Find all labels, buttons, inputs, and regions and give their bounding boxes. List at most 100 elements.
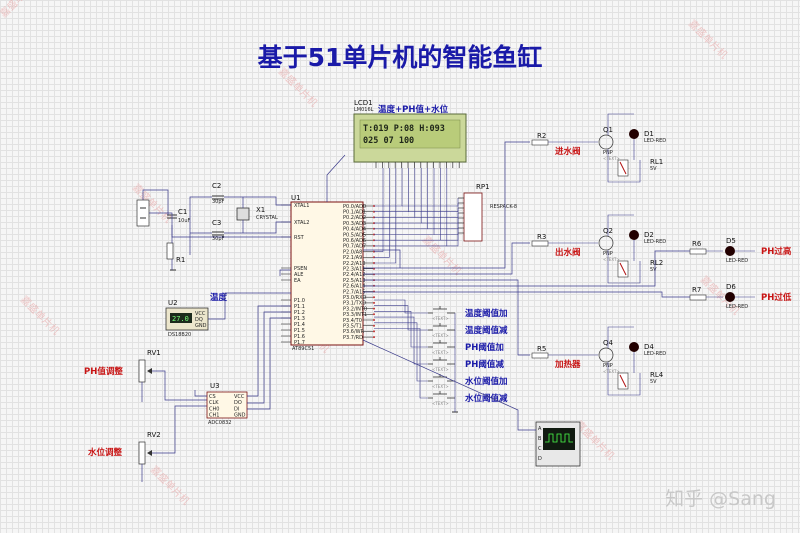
ph-potentiometer: RV1 PH值调整 (84, 349, 208, 402)
mcu-pin-label: P1.6 (294, 334, 305, 340)
svg-text:<TEXT>: <TEXT> (432, 350, 449, 355)
adc-pin-label: VCC (234, 394, 245, 400)
relay-ref: RL4 (650, 371, 664, 379)
lcd-display: LCD1 LM016L 温度+PH值+水位 T:019 P:08 H:093 0… (353, 99, 467, 168)
adc-ref: U3 (210, 382, 220, 390)
channel-label: 加热器 (554, 359, 581, 370)
c3-value: 30pF (212, 236, 225, 242)
rp1-part: RESPACK-8 (490, 204, 517, 210)
mcu-pin-label: P3.4/T0 (343, 318, 362, 324)
svg-text:D: D (538, 456, 542, 462)
svg-text:A: A (538, 426, 542, 432)
led-part: LED-RED (644, 138, 666, 144)
button-label: 温度阈值加 (465, 308, 508, 319)
threshold-button[interactable]: 温度阈值加 <TEXT> (374, 299, 508, 321)
relay-ref: RL1 (650, 158, 663, 166)
c1-ref: C1 (178, 208, 187, 216)
svg-text:DQ: DQ (195, 317, 203, 323)
mcu-pin-label: P1.1 (294, 304, 305, 310)
svg-text:<TEXT>: <TEXT> (603, 156, 620, 161)
threshold-button[interactable]: 水位阈值减 <TEXT> (374, 328, 508, 407)
relay-part: 5V (650, 267, 657, 273)
brand-watermark: 知乎 @Sang (665, 488, 776, 510)
alarm-led-ref: D6 (726, 283, 736, 291)
svg-text:<TEXT>: <TEXT> (432, 316, 449, 321)
adc-pin-label: CH0 (209, 406, 219, 412)
rv2-label: 水位调整 (87, 447, 123, 458)
c2-value: 30pF (212, 199, 225, 205)
mcu-pin-label: P1.3 (294, 316, 305, 322)
button-label: 温度阈值减 (465, 325, 508, 336)
threshold-button[interactable]: 温度阈值减 <TEXT> (374, 305, 508, 338)
mcu-pin-label: P0.1/AD1 (343, 210, 366, 216)
svg-text:B: B (538, 436, 542, 442)
button-label: 水位阈值减 (464, 393, 508, 404)
threshold-button[interactable]: 水位阈值加<TEXT> (374, 322, 508, 389)
mcu-pin-label: P1.7 (294, 340, 305, 346)
resistor-pack: RP1 RESPACK-8 (458, 183, 517, 242)
page-title: 基于51单片机的智能鱼缸 (257, 43, 543, 72)
lcd-line-1: T:019 P:08 H:093 (363, 124, 445, 134)
led-part: LED-RED (644, 239, 666, 245)
svg-text:<TEXT>: <TEXT> (432, 384, 449, 389)
mcu-pin-label: P2.4/A12 (343, 272, 365, 278)
mcu-pin-label: P2.7/A15 (343, 289, 365, 295)
svg-text:C: C (538, 446, 542, 452)
relay-ref: RL2 (650, 259, 663, 267)
mcu-pin-label: P1.2 (294, 310, 305, 316)
reset-circuit: C1 10uF R1 (136, 189, 291, 271)
rp1-ref: RP1 (476, 183, 490, 191)
mcu-pin-label: P3.3/INT1 (343, 312, 367, 318)
resistor-ref: R3 (537, 233, 546, 241)
resistor-ref: R5 (537, 345, 546, 353)
mcu-pin-label: XTAL1 (294, 203, 309, 209)
alarm-label: PH过低 (761, 292, 792, 303)
svg-text:<TEXT>: <TEXT> (603, 369, 620, 374)
svg-text:GND: GND (195, 323, 207, 329)
mcu-pin-label: P2.1/A9 (343, 255, 362, 261)
rv1-ref: RV1 (147, 349, 161, 357)
relay-part: 5V (650, 166, 657, 172)
c2-ref: C2 (212, 182, 221, 190)
diagonal-watermarks: 嘉盛单片机 嘉盛单片机 嘉盛单片机 嘉盛单片机 嘉盛单片机 嘉盛单片机 嘉盛单片… (0, 0, 742, 507)
diag-watermark: 嘉盛单片机 (18, 293, 63, 338)
threshold-button[interactable]: PH阈值加<TEXT> (374, 311, 504, 355)
lcd-pins (375, 162, 460, 168)
led-ref: D1 (644, 130, 654, 138)
mcu-pin-label: EA (294, 278, 301, 284)
svg-text:<TEXT>: <TEXT> (432, 401, 449, 406)
threshold-buttons: 温度阈值加<TEXT>温度阈值减<TEXT>PH阈值加<TEXT>PH阈值减<T… (374, 299, 508, 413)
svg-text:<TEXT>: <TEXT> (432, 333, 449, 338)
mcu-pin-label: PSEN (294, 266, 307, 272)
adc-pin-label: CS (209, 394, 216, 400)
mcu-pin-label: P2.2/A10 (343, 261, 365, 267)
alarm-led-part: LED-RED (726, 304, 748, 310)
adc-pin-label: CLK (209, 400, 219, 406)
mcu-pin-label: P2.3/A11 (343, 267, 365, 273)
mcu-pin-label: P2.0/A8 (343, 249, 362, 255)
r1-ref: R1 (176, 256, 185, 264)
sensor-part: DS18B20 (168, 332, 191, 338)
mcu-pin-label: P0.0/AD0 (343, 204, 366, 210)
lcd-part: LM016L (354, 107, 374, 113)
x1-part: CRYSTAL (256, 215, 278, 221)
mcu-pin-label: P3.0/RXD (343, 295, 367, 301)
threshold-button[interactable]: PH阈值减<TEXT> (374, 316, 504, 372)
led-ref: D4 (644, 343, 654, 351)
diag-watermark: 嘉盛单片机 (686, 17, 731, 62)
adc-pin-label: CH1 (209, 413, 219, 419)
svg-text:<TEXT>: <TEXT> (603, 257, 620, 262)
mcu-pin-label: P1.0 (294, 298, 305, 304)
alarm-led-ref: D5 (726, 237, 736, 245)
c3-ref: C3 (212, 219, 221, 227)
diag-watermark: 嘉盛单片机 (276, 65, 321, 110)
mcu-pin-label: P0.6/AD6 (343, 238, 366, 244)
mcu-pin-label: P0.2/AD2 (343, 215, 366, 221)
rv1-label: PH值调整 (84, 366, 123, 377)
mcu-pin-label: P0.3/AD3 (343, 221, 366, 227)
